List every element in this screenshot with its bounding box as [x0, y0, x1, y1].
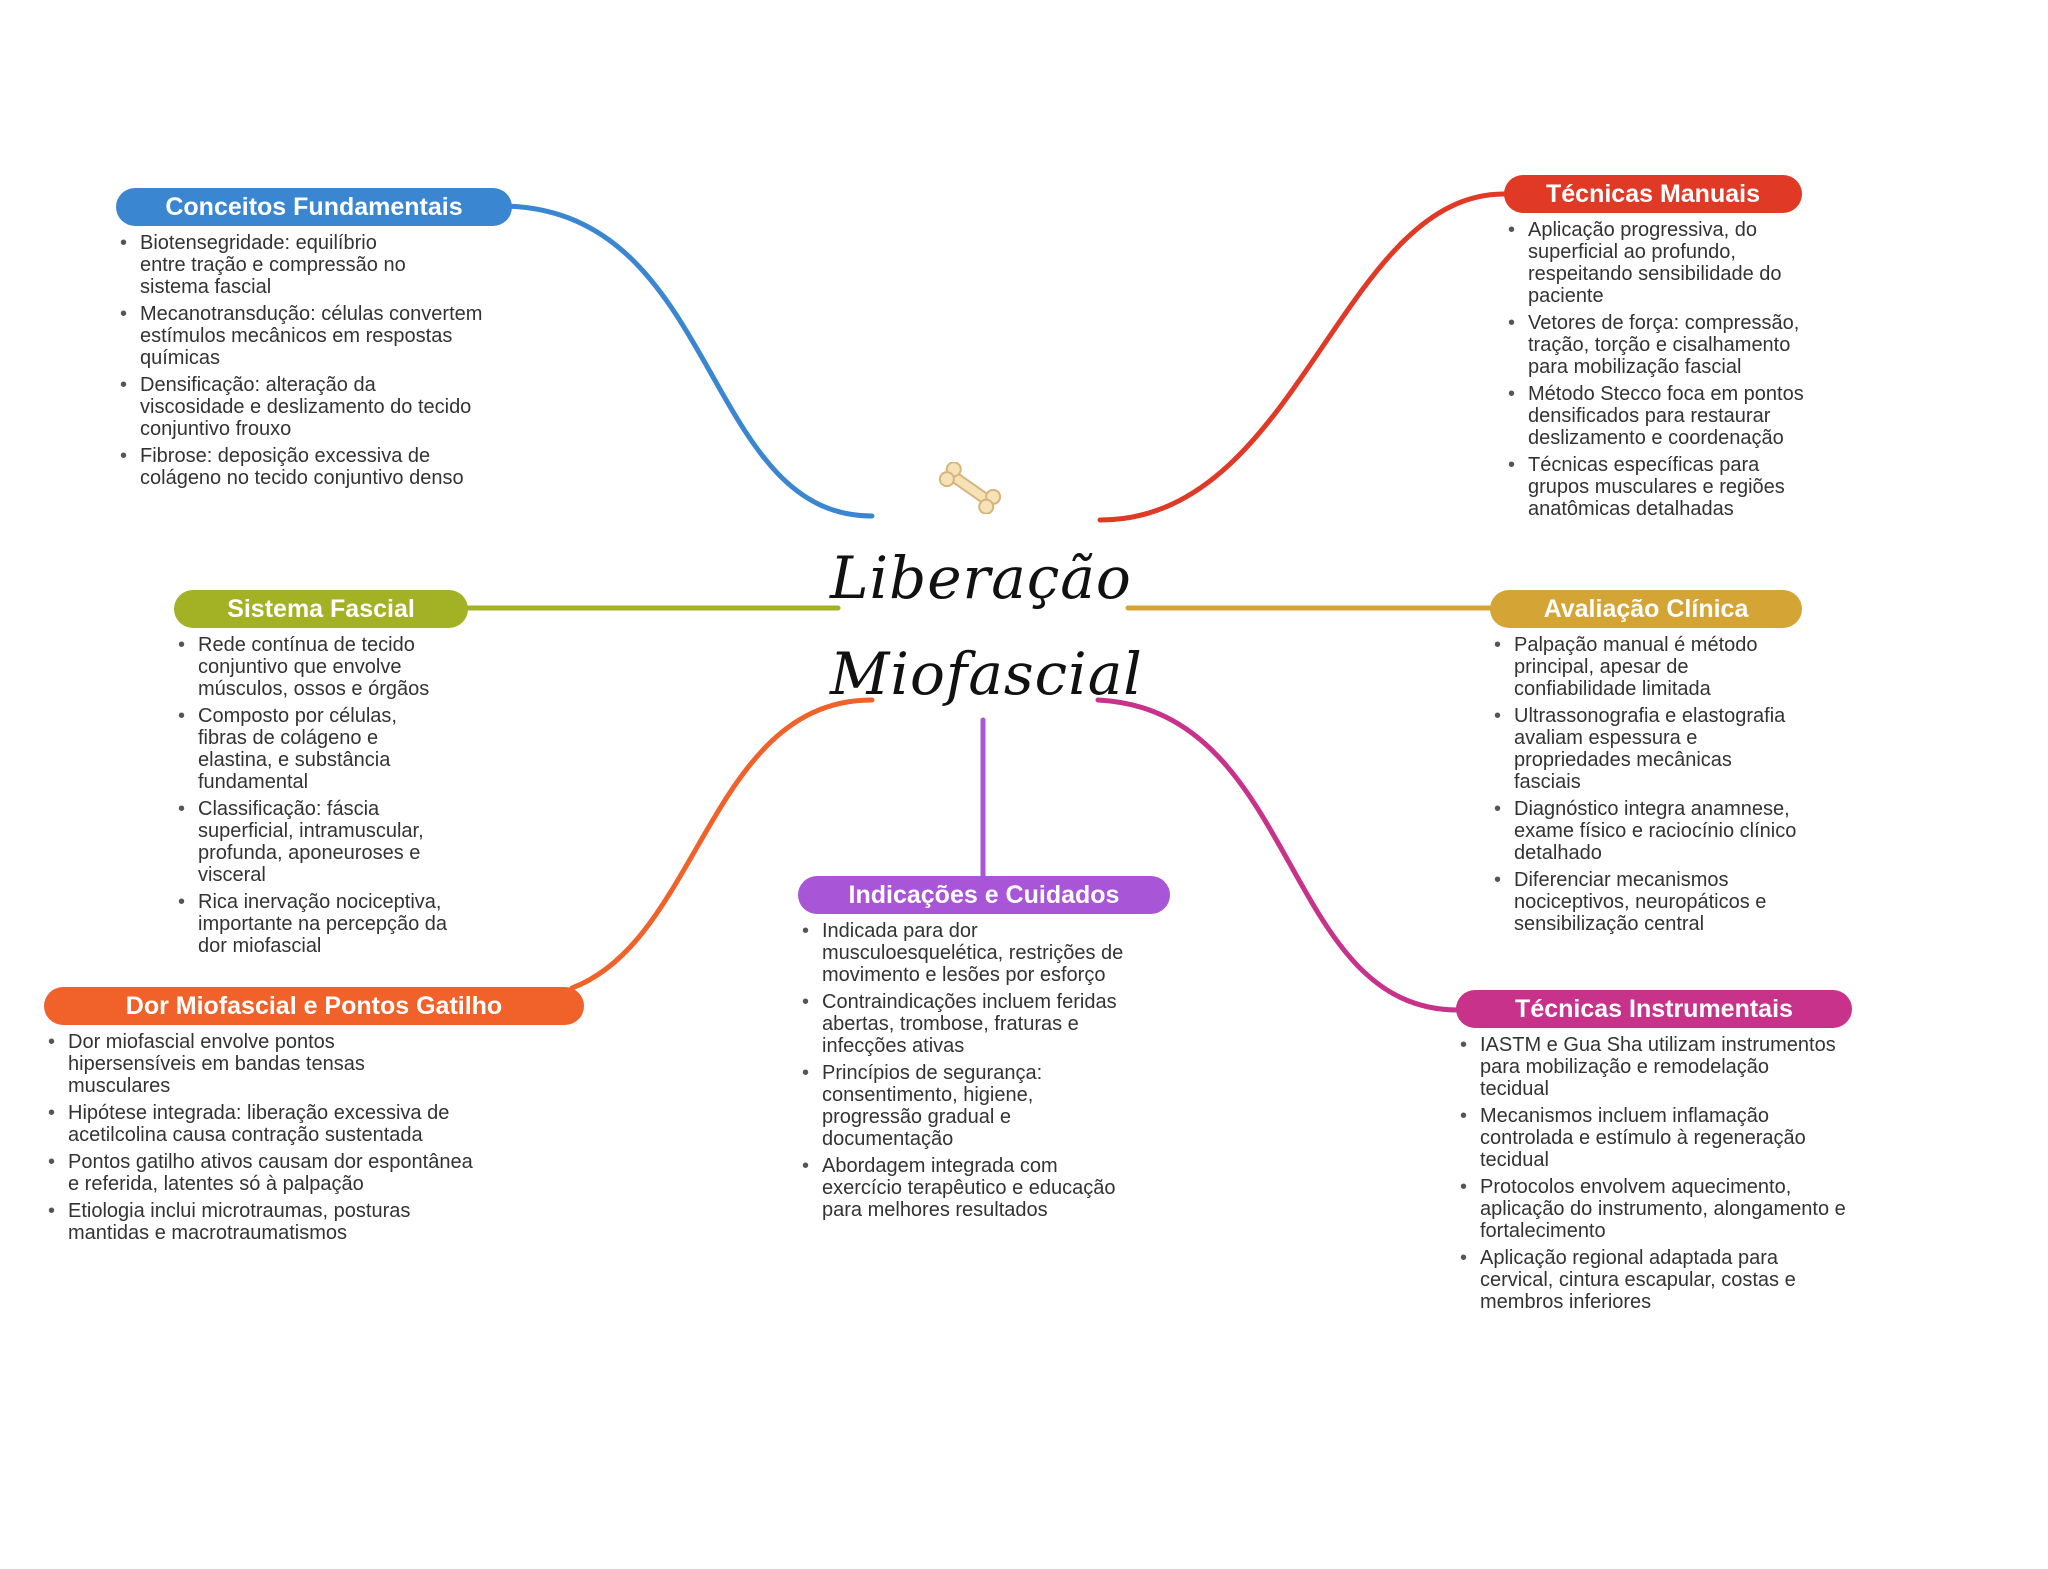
- central-title-line-2: Miofascial: [830, 640, 1143, 708]
- branch-title-tecnicas-manuais[interactable]: Técnicas Manuais: [1504, 175, 1802, 213]
- list-item: Hipótese integrada: liberação excessiva …: [44, 1102, 484, 1146]
- list-item: Palpação manual é método principal, apes…: [1490, 634, 1800, 700]
- branch-title-indicacoes-cuidados[interactable]: Indicações e Cuidados: [798, 876, 1170, 914]
- list-item: Etiologia inclui microtraumas, posturas …: [44, 1200, 484, 1244]
- branch-list-avaliacao-clinica: Palpação manual é método principal, apes…: [1490, 634, 1800, 940]
- branch-list-tecnicas-instrumentais: IASTM e Gua Sha utilizam instrumentos pa…: [1456, 1034, 1856, 1318]
- list-item: Densificação: alteração da viscosidade e…: [116, 374, 516, 440]
- list-item: Contraindicações incluem feridas abertas…: [798, 991, 1138, 1057]
- list-item: Pontos gatilho ativos causam dor espontâ…: [44, 1151, 484, 1195]
- list-item: Ultrassonografia e elastografia avaliam …: [1490, 705, 1800, 793]
- list-item: Aplicação progressiva, do superficial ao…: [1504, 219, 1814, 307]
- list-item: Aplicação regional adaptada para cervica…: [1456, 1247, 1856, 1313]
- list-item: Diagnóstico integra anamnese, exame físi…: [1490, 798, 1800, 864]
- branch-list-sistema-fascial: Rede contínua de tecido conjuntivo que e…: [174, 634, 474, 962]
- list-item: IASTM e Gua Sha utilizam instrumentos pa…: [1456, 1034, 1856, 1100]
- list-item: Indicada para dor musculoesquelética, re…: [798, 920, 1138, 986]
- connector-conceitos: [497, 203, 875, 519]
- connector-manuais: [1097, 191, 1507, 523]
- connector-instrumentais: [1095, 697, 1461, 1013]
- list-item: Vetores de força: compressão, tração, to…: [1504, 312, 1814, 378]
- branch-list-indicacoes-cuidados: Indicada para dor musculoesquelética, re…: [798, 920, 1138, 1226]
- list-item: Composto por células, fibras de colágeno…: [174, 705, 474, 793]
- list-item: Rede contínua de tecido conjuntivo que e…: [174, 634, 474, 700]
- list-item: Fibrose: deposição excessiva de colágeno…: [116, 445, 516, 489]
- list-item: Abordagem integrada com exercício terapê…: [798, 1155, 1138, 1221]
- list-item: Dor miofascial envolve pontos hipersensí…: [44, 1031, 484, 1097]
- list-item: Classificação: fáscia superficial, intra…: [174, 798, 474, 886]
- branch-title-conceitos-fundamentais[interactable]: Conceitos Fundamentais: [116, 188, 512, 226]
- list-item: Técnicas específicas para grupos muscula…: [1504, 454, 1814, 520]
- list-item: Biotensegridade: equilíbrio entre tração…: [116, 232, 516, 298]
- branch-title-tecnicas-instrumentais[interactable]: Técnicas Instrumentais: [1456, 990, 1852, 1028]
- bone-icon: [938, 462, 1002, 514]
- branch-title-sistema-fascial[interactable]: Sistema Fascial: [174, 590, 468, 628]
- branch-title-avaliacao-clinica[interactable]: Avaliação Clínica: [1490, 590, 1802, 628]
- list-item: Método Stecco foca em pontos densificado…: [1504, 383, 1814, 449]
- connector-dor: [569, 697, 875, 991]
- branch-list-tecnicas-manuais: Aplicação progressiva, do superficial ao…: [1504, 219, 1814, 525]
- list-item: Diferenciar mecanismos nociceptivos, neu…: [1490, 869, 1800, 935]
- list-item: Protocolos envolvem aquecimento, aplicaç…: [1456, 1176, 1856, 1242]
- branch-list-conceitos-fundamentais: Biotensegridade: equilíbrio entre tração…: [116, 232, 516, 494]
- branch-title-dor-miofascial[interactable]: Dor Miofascial e Pontos Gatilho: [44, 987, 584, 1025]
- list-item: Rica inervação nociceptiva, importante n…: [174, 891, 474, 957]
- branch-list-dor-miofascial: Dor miofascial envolve pontos hipersensí…: [44, 1031, 484, 1249]
- list-item: Mecanotransdução: células convertem estí…: [116, 303, 516, 369]
- list-item: Princípios de segurança: consentimento, …: [798, 1062, 1138, 1150]
- central-title-line-1: Liberação: [830, 544, 1132, 612]
- central-topic: Liberação Miofascial: [830, 530, 1143, 722]
- list-item: Mecanismos incluem inflamação controlada…: [1456, 1105, 1856, 1171]
